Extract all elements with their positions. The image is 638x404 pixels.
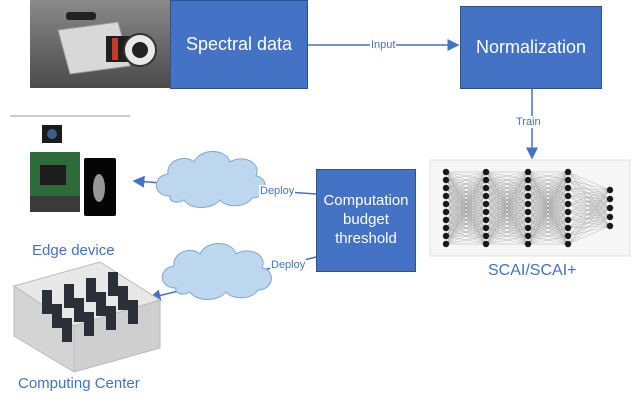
server-rack [42,290,52,314]
computing-center-label: Computing Center [18,375,140,392]
server-rack [52,304,62,328]
server-rack [106,306,116,330]
network-node [442,168,450,176]
network-node [606,195,614,203]
network-node [564,184,572,192]
network-node [482,208,490,216]
server-rack [84,312,94,336]
network-node [524,224,532,232]
cloud-icon [161,243,272,300]
hyperspectral-camera-photo [30,0,170,88]
edge-device-board-photo [30,125,116,216]
deploy-center-label: Deploy [270,259,307,271]
network-node [442,224,450,232]
neural-network-illustration [429,159,631,257]
network-node [564,216,572,224]
network-node [482,240,490,248]
model-name-label: SCAI/SCAI+ [488,262,577,279]
network-node [442,184,450,192]
network-node [606,213,614,221]
network-node [482,232,490,240]
network-node [524,168,532,176]
network-node [524,200,532,208]
network-node [564,192,572,200]
network-node [482,200,490,208]
network-node [524,192,532,200]
server-rack [118,286,128,310]
network-node [482,184,490,192]
server-rack [62,318,72,342]
network-node [442,176,450,184]
network-node [524,184,532,192]
network-node [482,224,490,232]
spectral-data-label: Spectral data [185,34,293,54]
network-node [564,200,572,208]
input-edge-label: Input [370,39,397,51]
network-node [442,192,450,200]
network-node [564,232,572,240]
server-rack [96,292,106,316]
network-node [564,176,572,184]
network-node [564,208,572,216]
normalization-label: Normalization [475,37,587,57]
network-node [442,232,450,240]
network-node [564,168,572,176]
network-node [606,186,614,194]
network-node [442,208,450,216]
network-node [564,240,572,248]
network-node [482,168,490,176]
train-edge-label: Train [515,116,542,128]
network-node [564,224,572,232]
network-node [442,216,450,224]
network-node [524,176,532,184]
network-node [442,240,450,248]
server-rack [86,278,96,302]
cloud-icon [155,151,266,208]
network-node [524,216,532,224]
network-node [482,176,490,184]
computation-budget-label: Computation budget threshold [323,192,409,247]
server-rack [128,300,138,324]
deploy-edge-label: Deploy [259,185,296,197]
server-rack [64,284,74,308]
edge-device-label: Edge device [32,242,115,259]
network-node [442,200,450,208]
network-node [606,204,614,212]
spectral-data-box: Spectral data [170,0,308,89]
network-node [524,208,532,216]
network-node [524,240,532,248]
server-rack [108,272,118,296]
network-node [606,222,614,230]
network-node [482,216,490,224]
computation-budget-box: Computation budget threshold [316,169,416,272]
network-node [482,192,490,200]
server-rack [74,298,84,322]
normalization-box: Normalization [460,6,602,89]
server-room-illustration [12,261,162,373]
network-node [524,232,532,240]
